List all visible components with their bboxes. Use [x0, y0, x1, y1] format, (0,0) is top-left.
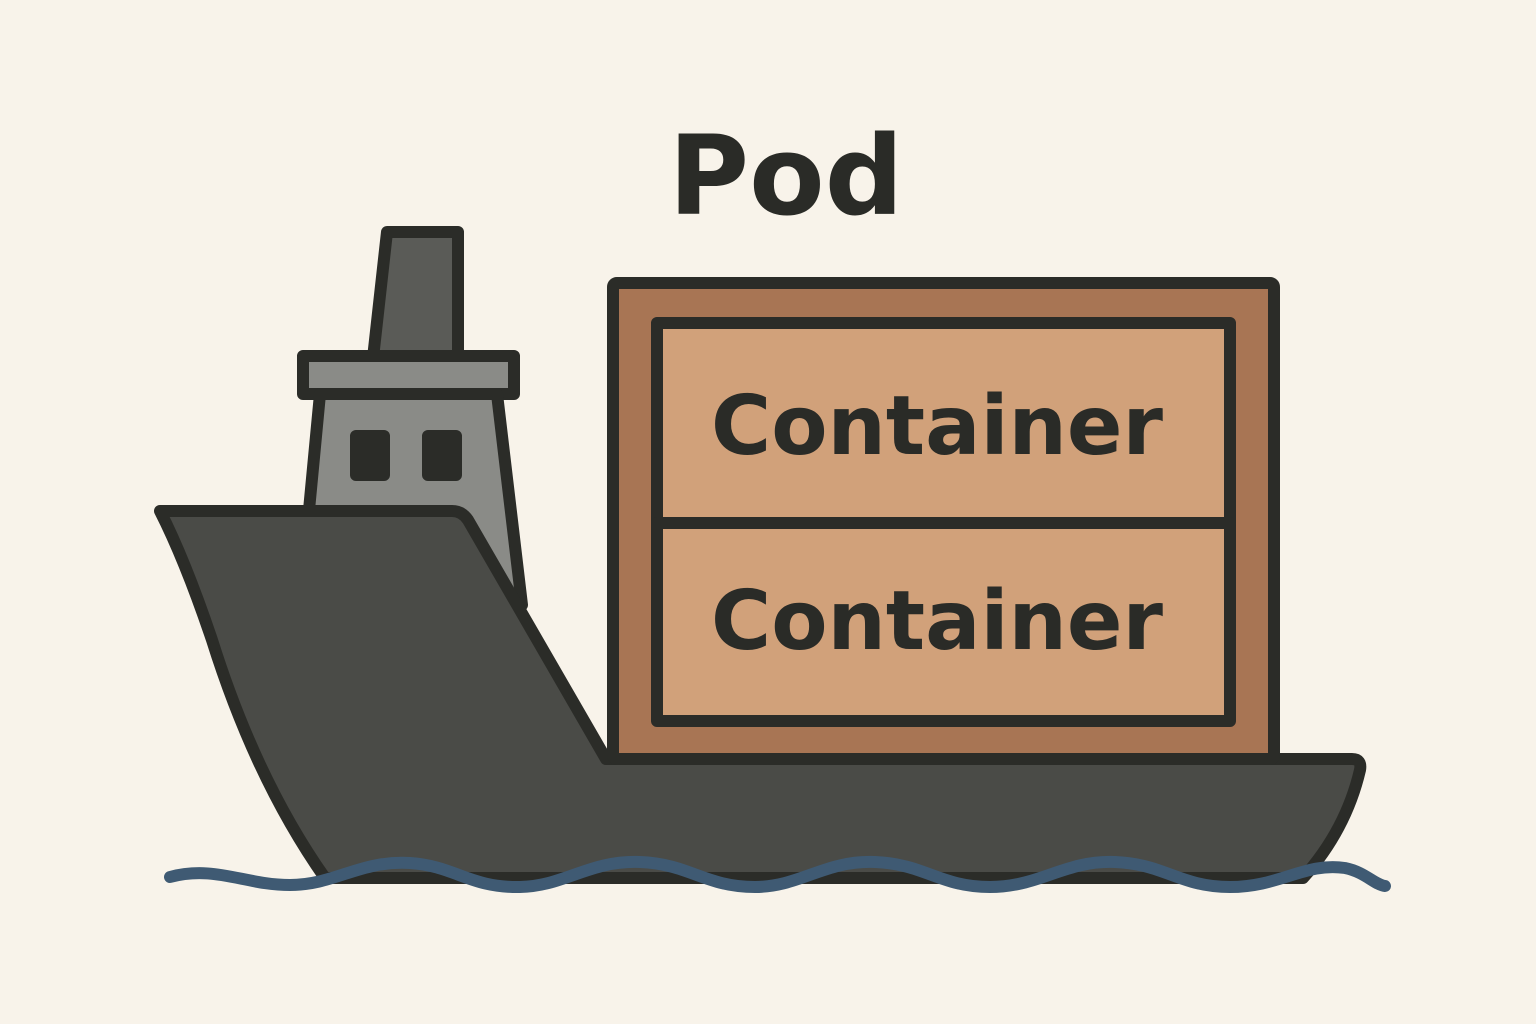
container-box-2	[651, 517, 1236, 727]
chimney	[367, 226, 464, 364]
container-label-2: Container	[711, 574, 1164, 669]
tower-window-left	[350, 430, 390, 481]
water-wave	[164, 855, 1391, 894]
tower-window-right	[422, 430, 462, 481]
pod-title: Pod	[669, 112, 904, 240]
container-box-1	[651, 317, 1236, 529]
container-label-1: Container	[711, 379, 1164, 474]
ship-icon	[154, 226, 1367, 884]
